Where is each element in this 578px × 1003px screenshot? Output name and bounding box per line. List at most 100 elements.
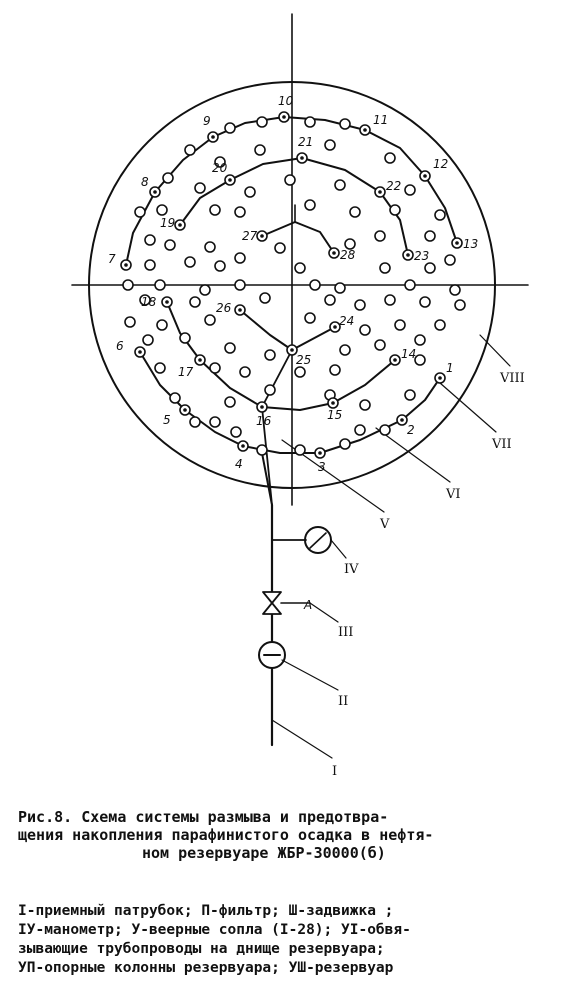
support-column xyxy=(414,354,426,366)
nozzle-number-4: 4 xyxy=(235,457,243,471)
support-column xyxy=(404,184,416,196)
nozzle-number-8: 8 xyxy=(141,175,149,189)
support-column xyxy=(199,284,211,296)
support-column xyxy=(449,284,461,296)
leader-III xyxy=(309,602,339,623)
nozzle-number-24: 24 xyxy=(339,314,354,328)
leader-VI xyxy=(375,427,451,483)
support-column xyxy=(339,438,351,450)
support-column xyxy=(264,384,276,396)
nozzle-number-21: 21 xyxy=(298,135,313,149)
support-column xyxy=(224,122,236,134)
legend-line-1: I-приемный патрубок; П-фильтр; Ш-задвижк… xyxy=(18,903,394,919)
support-column xyxy=(379,262,391,274)
support-column xyxy=(169,392,181,404)
nozzle-center xyxy=(211,135,215,139)
support-column xyxy=(344,238,356,250)
nozzle-center xyxy=(333,325,337,329)
nozzle-center xyxy=(438,376,442,380)
support-column xyxy=(424,262,436,274)
nozzle-center xyxy=(455,241,459,245)
support-column xyxy=(374,230,386,242)
nozzle-number-10: 10 xyxy=(278,94,294,108)
support-column xyxy=(424,230,436,242)
support-column xyxy=(324,139,336,151)
support-column xyxy=(359,324,371,336)
support-column xyxy=(274,242,286,254)
support-column xyxy=(234,206,246,218)
nozzle-number-2: 2 xyxy=(407,423,415,437)
support-column xyxy=(189,416,201,428)
valve-mark: A xyxy=(303,598,312,612)
nozzle-center xyxy=(198,358,202,362)
support-column xyxy=(309,279,321,291)
support-column xyxy=(209,362,221,374)
nozzle-center xyxy=(378,190,382,194)
support-column xyxy=(354,299,366,311)
figure-legend: I-приемный патрубок; П-фильтр; Ш-задвижк… xyxy=(18,902,570,978)
nozzle-center xyxy=(331,401,335,405)
nozzle-center xyxy=(153,190,157,194)
riser-to-middle-ring xyxy=(261,406,273,506)
support-column xyxy=(214,260,226,272)
manometer-needle xyxy=(309,532,327,549)
support-column xyxy=(434,209,446,221)
label-III: III xyxy=(338,625,353,640)
support-column xyxy=(209,416,221,428)
label-VII: VII xyxy=(491,437,512,452)
support-column xyxy=(204,314,216,326)
support-column xyxy=(284,174,296,186)
support-column xyxy=(404,389,416,401)
support-column xyxy=(184,256,196,268)
nozzle-number-7: 7 xyxy=(108,252,116,266)
gate-valve xyxy=(262,591,282,615)
support-column xyxy=(359,399,371,411)
nozzle-center xyxy=(260,234,264,238)
caption-line-3: ном резервуаре ЖБР-30000(б) xyxy=(142,844,386,862)
support-column xyxy=(354,424,366,436)
nozzle-number-5: 5 xyxy=(163,413,171,427)
support-column xyxy=(224,342,236,354)
support-column xyxy=(189,296,201,308)
nozzle-center xyxy=(178,223,182,227)
nozzle-number-23: 23 xyxy=(414,249,429,263)
nozzle-center xyxy=(300,156,304,160)
nozzle-center xyxy=(332,251,336,255)
nozzle-group: 1234567891011121314151617181920212223242… xyxy=(108,94,478,474)
support-column xyxy=(142,334,154,346)
nozzle-number-26: 26 xyxy=(216,301,232,315)
nozzle-center xyxy=(165,300,169,304)
nozzle-number-18: 18 xyxy=(141,295,157,309)
nozzle-center xyxy=(124,263,128,267)
inner-pipe-lower xyxy=(239,309,336,351)
nozzle-center xyxy=(290,348,294,352)
support-column xyxy=(329,364,341,376)
support-column xyxy=(349,206,361,218)
support-column xyxy=(339,118,351,130)
nozzle-center xyxy=(241,444,245,448)
nozzle-number-19: 19 xyxy=(160,216,175,230)
support-column xyxy=(259,292,271,304)
nozzle-number-20: 20 xyxy=(212,161,228,175)
nozzle-center xyxy=(400,418,404,422)
label-V: V xyxy=(379,517,390,532)
legend-line-2: IУ-манометр; У-веерные сопла (I-28); УI-… xyxy=(18,922,411,938)
nozzle-number-17: 17 xyxy=(178,365,194,379)
nozzle-center xyxy=(238,308,242,312)
nozzle-number-15: 15 xyxy=(327,408,342,422)
support-column xyxy=(234,279,246,291)
support-column xyxy=(154,279,166,291)
nozzle-number-13: 13 xyxy=(463,237,478,251)
support-column xyxy=(164,239,176,251)
support-column xyxy=(244,186,256,198)
label-VI: VI xyxy=(445,487,461,502)
nozzle-center xyxy=(260,405,264,409)
support-column xyxy=(454,299,466,311)
support-column xyxy=(374,339,386,351)
support-column xyxy=(304,199,316,211)
support-column xyxy=(124,316,136,328)
nozzle-number-27: 27 xyxy=(242,229,258,243)
support-column xyxy=(294,262,306,274)
support-column xyxy=(389,204,401,216)
support-column xyxy=(224,396,236,408)
